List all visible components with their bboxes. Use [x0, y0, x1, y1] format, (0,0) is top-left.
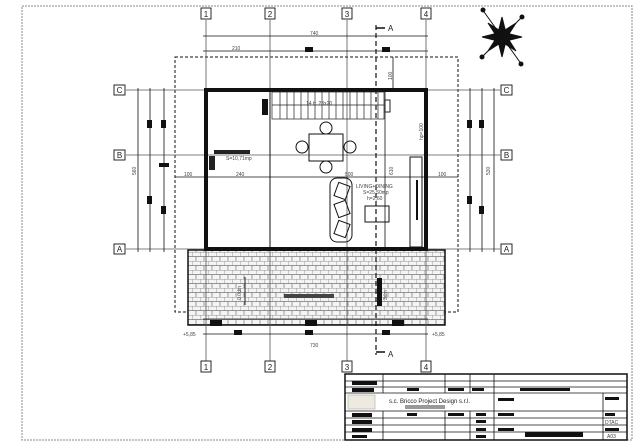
- axis-label-4-bottom: 4: [424, 363, 429, 372]
- sheet-border: [21, 5, 633, 441]
- axis-label-2-bottom: 2: [268, 363, 273, 372]
- elevation-left: +5,85: [183, 332, 196, 338]
- hp-label: hp=100: [419, 123, 425, 140]
- axis-label-b: B: [117, 151, 122, 160]
- dining-table: [295, 121, 357, 174]
- axis-label-4: 4: [424, 10, 429, 19]
- room-area: S=25,50mp: [363, 190, 389, 196]
- sheet-number: A03: [607, 434, 616, 440]
- stairs: [271, 91, 385, 120]
- compass-icon: [479, 7, 525, 67]
- axis-label-c-right: C: [504, 86, 510, 95]
- terrace-mark: [377, 278, 382, 306]
- dim-left-total: 560: [132, 166, 138, 175]
- dim-inner-3: 500: [345, 172, 354, 178]
- dim-inner-4: 100: [438, 172, 447, 178]
- sofa: [329, 177, 353, 243]
- company-logo: [347, 394, 376, 410]
- coffee-table: [364, 205, 390, 223]
- door-mark: [262, 99, 268, 115]
- axis-label-3-bottom: 3: [345, 363, 350, 372]
- roof-outline: [174, 56, 459, 313]
- terrace: [187, 249, 446, 326]
- title-block-redactions: [352, 381, 619, 438]
- dim-bottom-total: 730: [310, 343, 319, 349]
- section-mark-top: A: [388, 24, 394, 33]
- axis-label-b-right: B: [504, 151, 509, 160]
- cabinet: [409, 156, 423, 248]
- vertical-inner-dim: 610: [389, 166, 395, 175]
- dim-top-total: 740: [310, 31, 319, 37]
- company-name: s.c. Bricco Project Design s.r.l.: [389, 399, 470, 405]
- room-height: h=2,60: [367, 196, 383, 202]
- axis-label-a: A: [117, 245, 123, 254]
- column-mark: [384, 99, 391, 113]
- stairs-label: 14 tr. 28x20: [306, 101, 332, 107]
- dim-inner-1: 100: [184, 172, 193, 178]
- slope-label-right: 3dm: [383, 290, 389, 300]
- axis-label-c: C: [117, 86, 123, 95]
- axis-bubbles: [113, 7, 513, 373]
- section-mark-bottom: A: [388, 350, 394, 359]
- building-walls: [204, 88, 428, 251]
- dim-inner-2: 240: [236, 172, 245, 178]
- dim-right-top: 100: [388, 71, 394, 80]
- room-name: LIVING+DINING: [356, 184, 393, 190]
- axis-label-3: 3: [345, 10, 350, 19]
- elevation-right: +5,85: [432, 332, 445, 338]
- drawing-code: DTAC: [605, 420, 619, 426]
- dim-top-segment: 210: [232, 46, 241, 52]
- axis-label-a-right: A: [504, 245, 510, 254]
- room-area-left: S=10,71mp: [226, 156, 252, 162]
- axis-label-1: 1: [204, 10, 209, 19]
- slope-label-left: 0.0dm: [237, 286, 243, 300]
- room-label-block: [214, 150, 250, 154]
- axis-label-2: 2: [268, 10, 273, 19]
- axis-label-1-bottom: 1: [204, 363, 209, 372]
- dim-right-total: 530: [486, 166, 492, 175]
- terrace-label-block: [284, 294, 334, 298]
